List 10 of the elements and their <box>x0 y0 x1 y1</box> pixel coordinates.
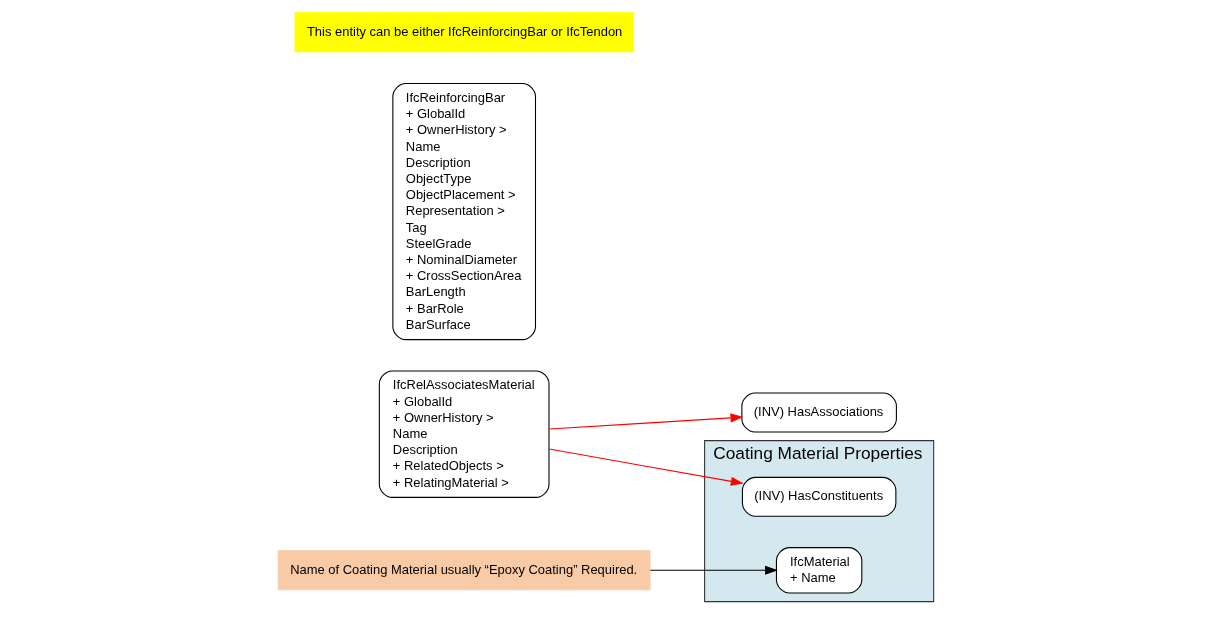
node-box: IfcReinforcingBar + GlobalId + OwnerHistory > Name Description ObjectType ObjectPlacement > Representation > Tag SteelGrade + NominalDiameter + CrossSectionArea BarLength + BarRole BarSurface <box>391 82 536 341</box>
node-box: IfcMaterial + Name <box>775 547 862 594</box>
node-box: This entity can be either IfcReinforcingBar or IfcTendon <box>294 12 634 53</box>
node-box: IfcRelAssociatesMaterial + GlobalId + OwnerHistory > Name Description + RelatedObjects > + RelatingMaterial > <box>378 370 550 498</box>
node-box: (INV) HasAssociations <box>740 392 897 433</box>
arrow <box>548 413 743 430</box>
arrow <box>548 448 744 486</box>
arrow <box>649 565 778 575</box>
node-box: (INV) HasConstituents <box>741 476 896 517</box>
node-box: Name of Coating Material usually “Epoxy Coating” Required. <box>277 550 651 591</box>
